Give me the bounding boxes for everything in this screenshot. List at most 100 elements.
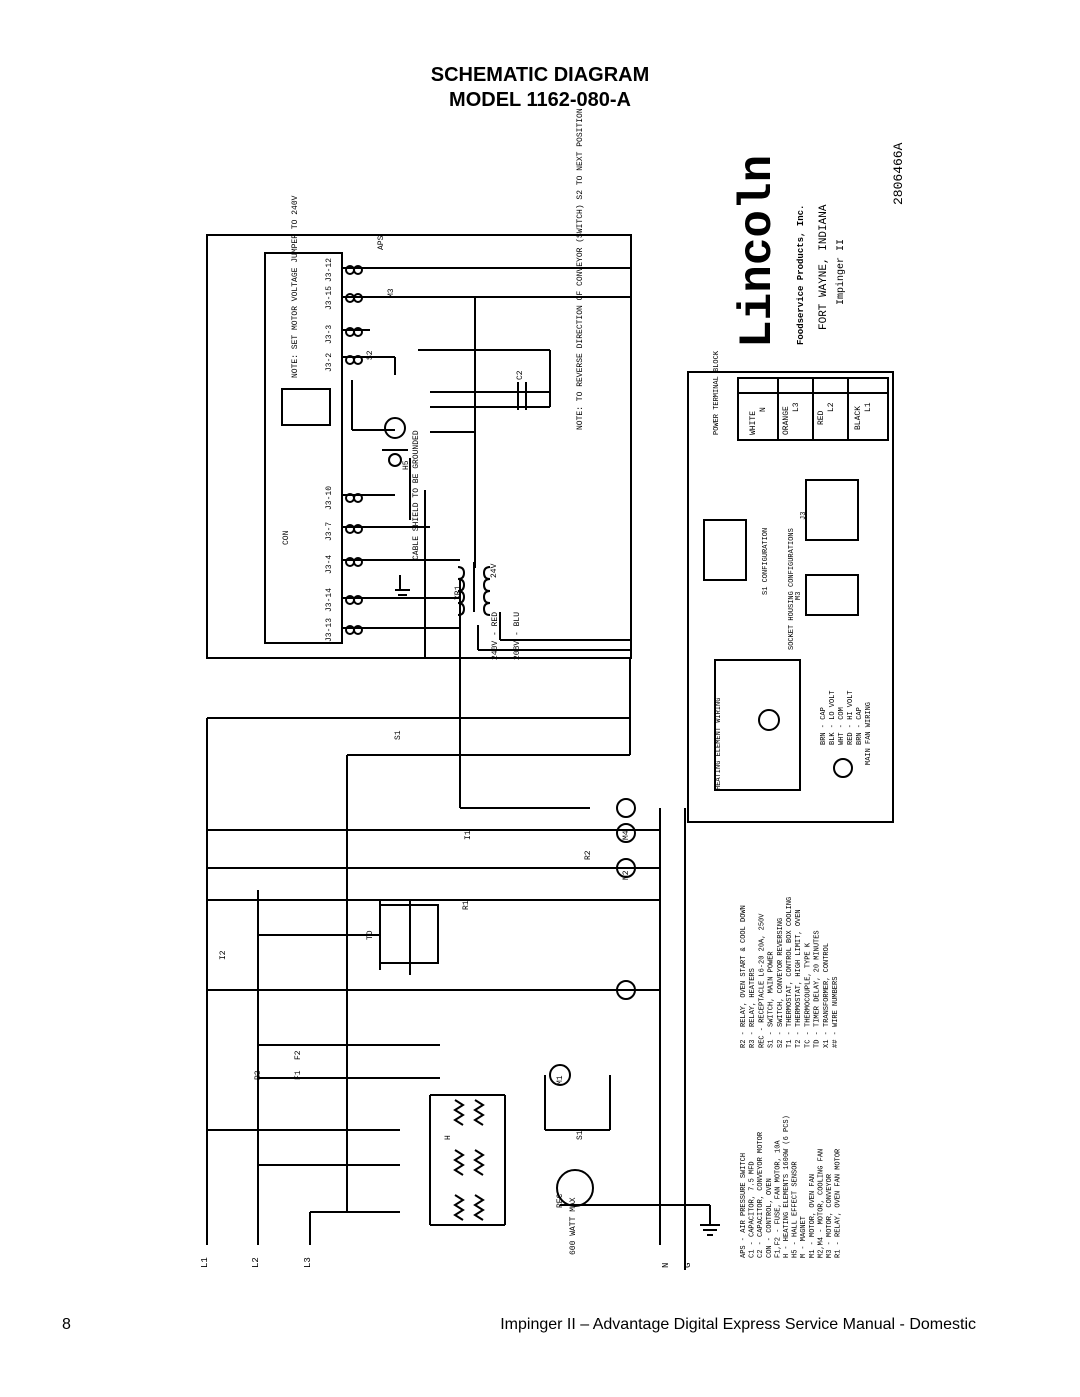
component-label: S1 [394, 730, 403, 740]
component-label: M1 [556, 1075, 565, 1085]
power-row-1-color: ORANGE [782, 406, 791, 435]
legend-right-item: T1 - THERMOSTAT, CONTROL BOX COOLING [786, 897, 794, 1048]
component-label: TD [366, 930, 375, 940]
component-label: R3 [254, 1070, 263, 1080]
transformer [457, 562, 491, 616]
legend-left-item: C2 - CAPACITOR, CONVEYOR MOTOR [757, 1131, 765, 1258]
page-title-line2: MODEL 1162-080-A [449, 89, 631, 111]
power-block-title: POWER TERMINAL BLOCK [713, 350, 721, 435]
component-label: I2 [219, 950, 228, 960]
component-label: R2 [584, 850, 593, 860]
connector-label: J3-13 [325, 618, 334, 642]
component-label: C2 [516, 370, 525, 380]
heating-elements [453, 1099, 485, 1221]
socket-m3-label: M3 [795, 592, 803, 600]
supply-208-label: 208V - BLU [513, 612, 522, 660]
connector-label: J3-10 [325, 486, 334, 510]
line-label-l3: L3 [303, 1257, 313, 1268]
legend-left-item: H5 - HALL EFFECT SENSOR [792, 1161, 800, 1258]
connector-pin [353, 265, 363, 275]
product-name: Impinger II [835, 239, 847, 305]
connector-label: J3-2 [325, 353, 334, 372]
power-row-0-color: WHITE [749, 411, 758, 435]
transformer-volts: 24V [490, 563, 499, 578]
legend-right-item: ## - WIRE NUMBERS [832, 977, 840, 1048]
supply-240-label: 240V - RED [491, 612, 500, 660]
legend-right-item: R2 - RELAY, OVEN START & COOL DOWN [740, 905, 748, 1048]
legend-right-item: REC - RECEPTACLE L6-20 20A, 250V [758, 913, 766, 1048]
power-row-3-terminal: L1 [864, 402, 873, 412]
legend-left-item: APS - AIR PRESSURE SWITCH [740, 1153, 748, 1258]
legend-right-item: TD - TIMER DELAY, 20 MINUTES [814, 930, 822, 1048]
component-label: H [444, 1135, 453, 1140]
connector-labels: J3-12J3-15J3-3J3-2J3-10J3-7J3-4J3-14J3-1… [325, 258, 334, 642]
line-label-g: G [683, 1263, 693, 1268]
legend-left-item: CON - CONTROL, OVEN [766, 1178, 774, 1258]
connector-label: J3-7 [325, 522, 334, 541]
connector-pin [353, 595, 363, 605]
legend-right-item: T2 - THERMOSTAT, HIGH LIMIT, OVEN [795, 909, 803, 1048]
fan-wiring-title: MAIN FAN WIRING [865, 702, 873, 765]
connector-pin [353, 327, 363, 337]
component-label: APS [377, 235, 386, 250]
connector-pin [353, 557, 363, 567]
legend-left-item: M1 - MOTOR, OVEN FAN [809, 1174, 817, 1258]
connector-pins [345, 265, 363, 635]
company-name: Foodservice Products, Inc. [796, 205, 806, 345]
legend-left-item: M - MAGNET [800, 1216, 808, 1258]
fan-wiring-line: WHT - COM [838, 707, 846, 745]
legend-left-item: H - HEATING ELEMENTS 1600W (6 PCS) [783, 1115, 791, 1258]
brand-logo-text: Lincoln [732, 155, 784, 348]
heating-wiring-title: HEATING ELEMENT WIRING [715, 698, 723, 790]
fan-wiring-line: RED - HI VOLT [847, 690, 855, 745]
connector-label: J3-12 [325, 258, 334, 282]
receptacle-label: REC [556, 1193, 565, 1208]
legend-right-item: R3 - RELAY, HEATERS [749, 968, 757, 1048]
legend-left-item: C1 - CAPACITOR, 7.5 MFD [749, 1161, 757, 1258]
legend-left-item: M2,M4 - MOTOR, COOLING FAN [817, 1149, 825, 1258]
fan-wiring-line: BRN - CAP [856, 707, 864, 745]
control-box-outline [206, 234, 632, 659]
legend-left-item: M3 - MOTOR, CONVEYOR [826, 1173, 834, 1258]
component-label: R1 [462, 900, 471, 910]
power-row-2-terminal: L2 [827, 402, 836, 412]
inset-box [687, 371, 894, 823]
page-title-line1: SCHEMATIC DIAGRAM [430, 64, 650, 86]
component-label: F1 [294, 1070, 303, 1080]
main-power-wiring [206, 658, 720, 1270]
motors [549, 798, 636, 1207]
legend-right-item: S2 - SWITCH, CONVEYOR REVERSING [777, 918, 785, 1048]
component-label: I1 [464, 830, 473, 840]
line-label-l1: L1 [200, 1257, 210, 1268]
component-label: M2 [622, 870, 631, 880]
power-row-3-color: BLACK [854, 406, 863, 430]
socket-j3-label: J3 [800, 512, 808, 520]
transformer-label: XR1 [454, 585, 463, 600]
company-location: FORT WAYNE, INDIANA [818, 204, 830, 330]
legend-left-item: F1,F2 - FUSE, FAN MOTOR, 10A [774, 1140, 782, 1258]
note-motor-voltage: NOTE: SET MOTOR VOLTAGE JUMPER TO 240V [291, 195, 300, 378]
socket-s1-label: S1 CONFIGURATION [762, 528, 770, 595]
component-label: M3 [387, 288, 396, 298]
component-label: F2 [294, 1050, 303, 1060]
connector-label: J3-3 [325, 325, 334, 344]
legend-left-item: R1 - RELAY, OVEN FAN MOTOR [835, 1148, 843, 1258]
component-label: M4 [622, 830, 631, 840]
component-label: S2 [366, 350, 375, 360]
capacitor-c2 [517, 382, 527, 410]
line-label-l2: L2 [251, 1257, 261, 1268]
power-row-1-terminal: L3 [792, 402, 801, 412]
connector-label: J3-15 [325, 286, 334, 310]
component-label: H5 [402, 460, 411, 470]
page-number: 8 [62, 1316, 71, 1333]
cable-shield-note: CABLE SHIELD TO BE GROUNDED [412, 430, 421, 560]
legend-right-item: X1 - TRANSFORMER, CONTROL [823, 943, 831, 1048]
note-reverse-direction: NOTE: TO REVERSE DIRECTION OF CONVEYOR (… [576, 108, 585, 430]
connector-pin [353, 524, 363, 534]
footer-title: Impinger II – Advantage Digital Express … [500, 1316, 976, 1333]
